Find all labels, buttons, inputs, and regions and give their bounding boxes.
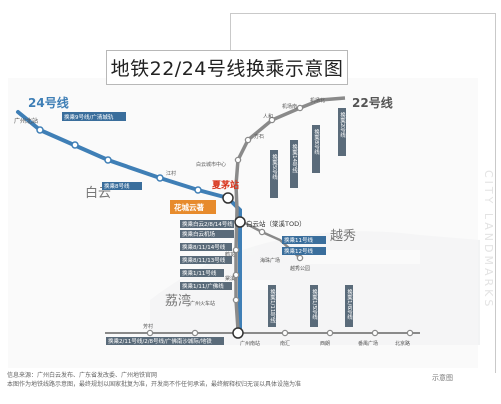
baiyun-station-label: 白云站（棠溪TOD） (246, 219, 306, 228)
station-guangzhou-north (36, 126, 44, 134)
svg-text:白云城市中心: 白云城市中心 (196, 161, 226, 168)
svg-text:广州火车站: 广州火车站 (190, 300, 215, 307)
frame-line-left (230, 13, 231, 73)
tag-line24-mid: 换乘8号线 (104, 182, 130, 190)
tag-line22-c: 换乘14号线 (291, 143, 298, 173)
transfer-station-baiyun (234, 216, 246, 228)
svg-text:芳村: 芳村 (143, 323, 153, 330)
tag-xiamao-b: 换乘白云机场 (182, 230, 216, 238)
frame-line-right (495, 13, 496, 373)
area-yuexiu: 越秀 (330, 229, 356, 244)
transfer-station-xiamao (222, 192, 234, 204)
vertical-tags: 换乘2号线 换乘8号线 换乘14号线 换乘5号线 换乘1/11号线 换乘1/5号… (268, 108, 353, 327)
frame-line-top (230, 13, 496, 14)
line24-label: 24号线 (28, 95, 69, 110)
tag-lw2: 换乘8/11/13号线 (182, 256, 226, 264)
svg-text:广州南站: 广州南站 (240, 340, 260, 347)
line22-label: 22号线 (352, 95, 393, 110)
source-note-1: 信息来源：广州白云发布、广东省发改委、广州地铁官网 (7, 372, 158, 379)
tag-line22-a: 换乘2号线 (339, 111, 346, 138)
tag-yx2: 换乘1/5号线 (311, 288, 318, 320)
svg-text:棠溪: 棠溪 (225, 275, 235, 282)
route-tags: 换乘9号线/广清城轨 换乘8号线 换乘11号线 换乘12号线 换乘白云2/8/1… (62, 112, 326, 345)
svg-text:机场北: 机场北 (310, 97, 325, 104)
small-station-labels: 江村 白云城市中心 方石 人和 机场南 机场北 鹤龙 棠溪 广州火车站 芳村 广… (143, 97, 410, 347)
svg-text:南汇: 南汇 (280, 340, 290, 347)
svg-text:鹤龙: 鹤龙 (225, 251, 235, 258)
svg-text:北京路: 北京路 (395, 340, 410, 347)
tag-lw3: 换乘1/11号线 (182, 269, 217, 277)
xiamao-station-label: 夏茅站 (211, 179, 239, 191)
tag-baiyun-line12: 换乘12号线 (284, 247, 313, 255)
tag-bottom: 换乘2/11号线/2/8号线/广佛南沙城际/地铁 (108, 337, 212, 345)
map-title: 地铁22/24号线换乘示意图 (106, 50, 348, 85)
svg-text:方石: 方石 (254, 133, 264, 140)
tag-yx3: 换乘1/6号线 (346, 288, 353, 320)
svg-text:人和: 人和 (263, 113, 273, 120)
project-name: 花城云著 (174, 202, 204, 212)
svg-text:海珠广场: 海珠广场 (260, 257, 280, 264)
svg-text:机场南: 机场南 (282, 103, 297, 110)
tag-line22-b: 换乘8号线 (313, 128, 320, 155)
legend-label: 示意图 (432, 374, 453, 382)
line24-terminal: 广州北站 (14, 117, 38, 125)
area-liwan: 荔湾 (165, 293, 191, 309)
svg-text:江村: 江村 (166, 170, 176, 177)
transfer-station-south (232, 327, 244, 339)
source-note-2: 本图作为地铁线路示意图，最终规划以国家批复为准，开发商不作任何承诺，最终解释权归… (7, 381, 302, 388)
tag-xiamao-a: 换乘白云2/8/14号线 (182, 220, 233, 228)
line24-stations (36, 126, 202, 194)
svg-text:西朗: 西朗 (320, 340, 330, 347)
tag-lw4: 换乘1/11/广佛线 (182, 282, 224, 290)
tag-lw1: 换乘8/11/14号线 (182, 243, 226, 251)
project-badge (170, 200, 216, 214)
tag-yx1: 换乘1/11号线 (269, 288, 276, 324)
line22-stations (146, 104, 414, 337)
tag-baiyun-line11: 换乘11号线 (284, 236, 313, 244)
watermark-text: CITY LANDMARKS (482, 170, 495, 310)
tag-guangzhou-north: 换乘9号线/广清城轨 (64, 113, 114, 121)
svg-text:番禺广场: 番禺广场 (358, 340, 378, 347)
tag-line22-d: 换乘5号线 (271, 153, 278, 180)
svg-text:越秀公园: 越秀公园 (290, 265, 310, 272)
